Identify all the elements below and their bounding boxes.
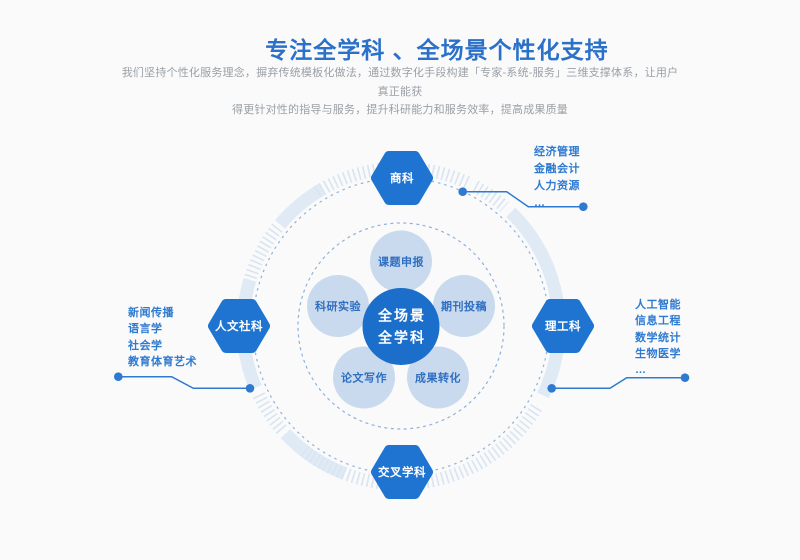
category-hex-science bbox=[532, 299, 594, 353]
connector-line-humanities bbox=[118, 375, 250, 390]
band-arc-northwest bbox=[275, 183, 326, 229]
service-label-research-experiment: 科研实验 bbox=[315, 299, 361, 313]
connector-dot bbox=[458, 187, 468, 196]
service-nodes: 课题申报 科研实验 期刊投稿 论文写作 成果转化 bbox=[307, 230, 495, 409]
connector-dot bbox=[245, 384, 255, 393]
tick-arc-northeast bbox=[472, 180, 509, 212]
category-hexagons bbox=[208, 151, 594, 499]
service-node-paper-writing bbox=[333, 346, 395, 409]
list-item: 金融会计 bbox=[534, 163, 580, 175]
connector-dot bbox=[579, 202, 588, 211]
service-label-paper-writing: 论文写作 bbox=[341, 371, 387, 385]
connectors bbox=[118, 190, 685, 390]
category-label-humanities: 人文社科 bbox=[215, 319, 263, 333]
center-circle bbox=[362, 288, 440, 365]
category-hex-business bbox=[371, 151, 433, 205]
list-item: 教育体育艺术 bbox=[128, 355, 197, 368]
decor-band-tick-arcs bbox=[244, 162, 542, 491]
connector-line-business bbox=[462, 190, 584, 208]
list-humanities: 新闻传播 语言学 社会学 教育体育艺术 bbox=[128, 305, 197, 370]
page-subtitle: 我们坚持个性化服务理念，摒弃传统模板化做法，通过数字化手段构建「专家-系统-服务… bbox=[120, 64, 680, 120]
subtitle-line-1: 我们坚持个性化服务理念，摒弃传统模板化做法，通过数字化手段构建「专家-系统-服务… bbox=[121, 67, 679, 98]
list-business: 经济管理 金融会计 人力资源 … bbox=[534, 144, 580, 212]
category-hex-humanities bbox=[208, 299, 270, 353]
category-label-interdisciplinary: 交叉学科 bbox=[378, 465, 426, 479]
list-item: 语言学 bbox=[128, 323, 163, 336]
list-item: 人力资源 bbox=[534, 180, 580, 192]
category-label-science: 理工科 bbox=[545, 319, 581, 333]
center-label-line2: 全学科 bbox=[377, 330, 426, 346]
band-arc-east bbox=[506, 207, 566, 399]
connector-dot bbox=[680, 373, 690, 383]
list-science: 人工智能 信息工程 数学统计 生物医学 … bbox=[635, 297, 681, 378]
list-item: 数学统计 bbox=[635, 331, 681, 344]
service-label-journal-submission: 期刊投稿 bbox=[441, 299, 487, 313]
service-node-journal-submission bbox=[433, 275, 495, 337]
service-node-topic-application bbox=[370, 230, 432, 293]
list-item-ellipsis: … bbox=[534, 197, 546, 209]
inner-dashed-ring bbox=[297, 222, 505, 430]
tick-arc-west-upper bbox=[244, 222, 284, 280]
center-label-line1: 全场景 bbox=[377, 308, 426, 324]
list-item: 信息工程 bbox=[635, 315, 681, 328]
category-label-business: 商科 bbox=[390, 171, 414, 185]
list-item: 新闻传播 bbox=[128, 307, 174, 319]
connector-dot bbox=[547, 384, 556, 393]
list-item: 人工智能 bbox=[635, 299, 681, 311]
list-item: 社会学 bbox=[128, 339, 163, 352]
center-node: 全场景 全学科 bbox=[362, 288, 440, 365]
connector-dot bbox=[114, 372, 123, 382]
page-title: 专注全学科 、全场景个性化支持 bbox=[265, 37, 609, 63]
service-node-research-experiment bbox=[307, 275, 369, 337]
tick-arc-southwest bbox=[251, 389, 287, 434]
list-item: 经济管理 bbox=[534, 146, 580, 158]
category-hex-labels: 商科 人文社科 理工科 交叉学科 bbox=[215, 171, 581, 479]
category-hex-interdisciplinary bbox=[371, 445, 433, 499]
list-item-ellipsis: … bbox=[635, 364, 647, 377]
subtitle-line-2: 得更针对性的指导与服务，提升科研能力和服务效率，提高成果质量 bbox=[232, 104, 568, 116]
service-node-achievement-transfer bbox=[407, 346, 469, 409]
service-label-topic-application: 课题申报 bbox=[378, 255, 424, 269]
connector-dots bbox=[114, 187, 690, 393]
service-label-achievement-transfer: 成果转化 bbox=[415, 371, 461, 385]
list-item: 生物医学 bbox=[635, 347, 681, 360]
connector-line-science bbox=[551, 376, 685, 390]
